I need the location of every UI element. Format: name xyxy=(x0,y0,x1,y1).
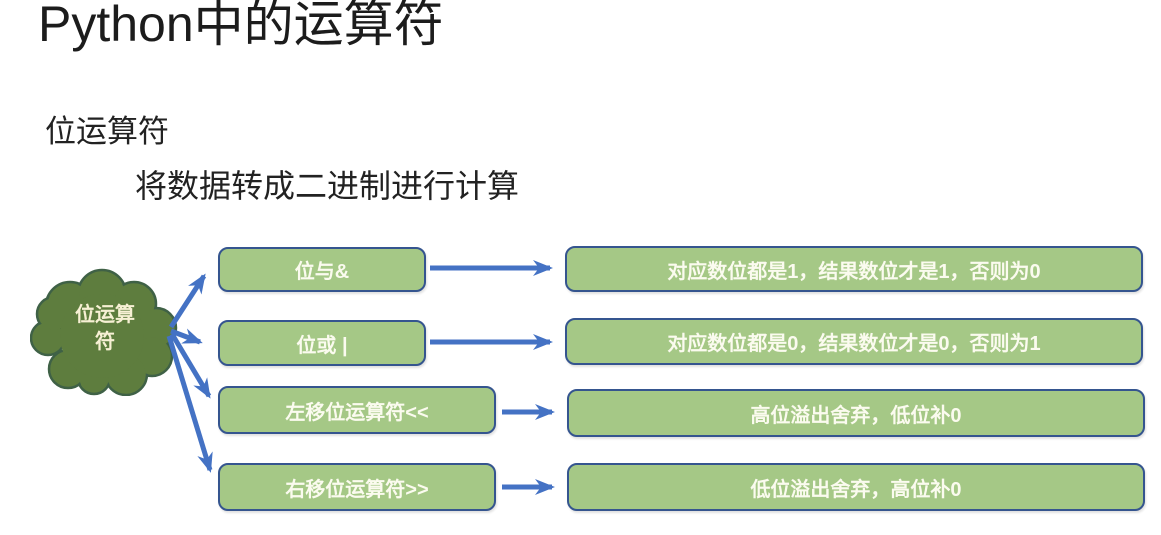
section-subheading: 将数据转成二进制进行计算 xyxy=(135,168,520,204)
description-box-right-shift: 低位溢出舍弃，高位补0 xyxy=(567,463,1145,511)
cloud-shape: 位运算符 xyxy=(30,266,180,396)
page-title: Python中的运算符 xyxy=(38,0,444,52)
cloud-label: 位运算符 xyxy=(75,303,135,353)
cloud-icon xyxy=(30,268,178,396)
operator-box-and: 位与& xyxy=(218,247,426,292)
description-box-left-shift: 高位溢出舍弃，低位补0 xyxy=(567,389,1145,437)
operator-box-or: 位或 | xyxy=(218,320,426,366)
operator-box-right-shift: 右移位运算符>> xyxy=(218,463,496,511)
operator-box-left-shift: 左移位运算符<< xyxy=(218,386,496,434)
description-box-and: 对应数位都是1，结果数位才是1，否则为0 xyxy=(565,246,1143,292)
description-box-or: 对应数位都是0，结果数位才是0，否则为1 xyxy=(565,318,1143,365)
section-heading: 位运算符 xyxy=(45,114,169,149)
